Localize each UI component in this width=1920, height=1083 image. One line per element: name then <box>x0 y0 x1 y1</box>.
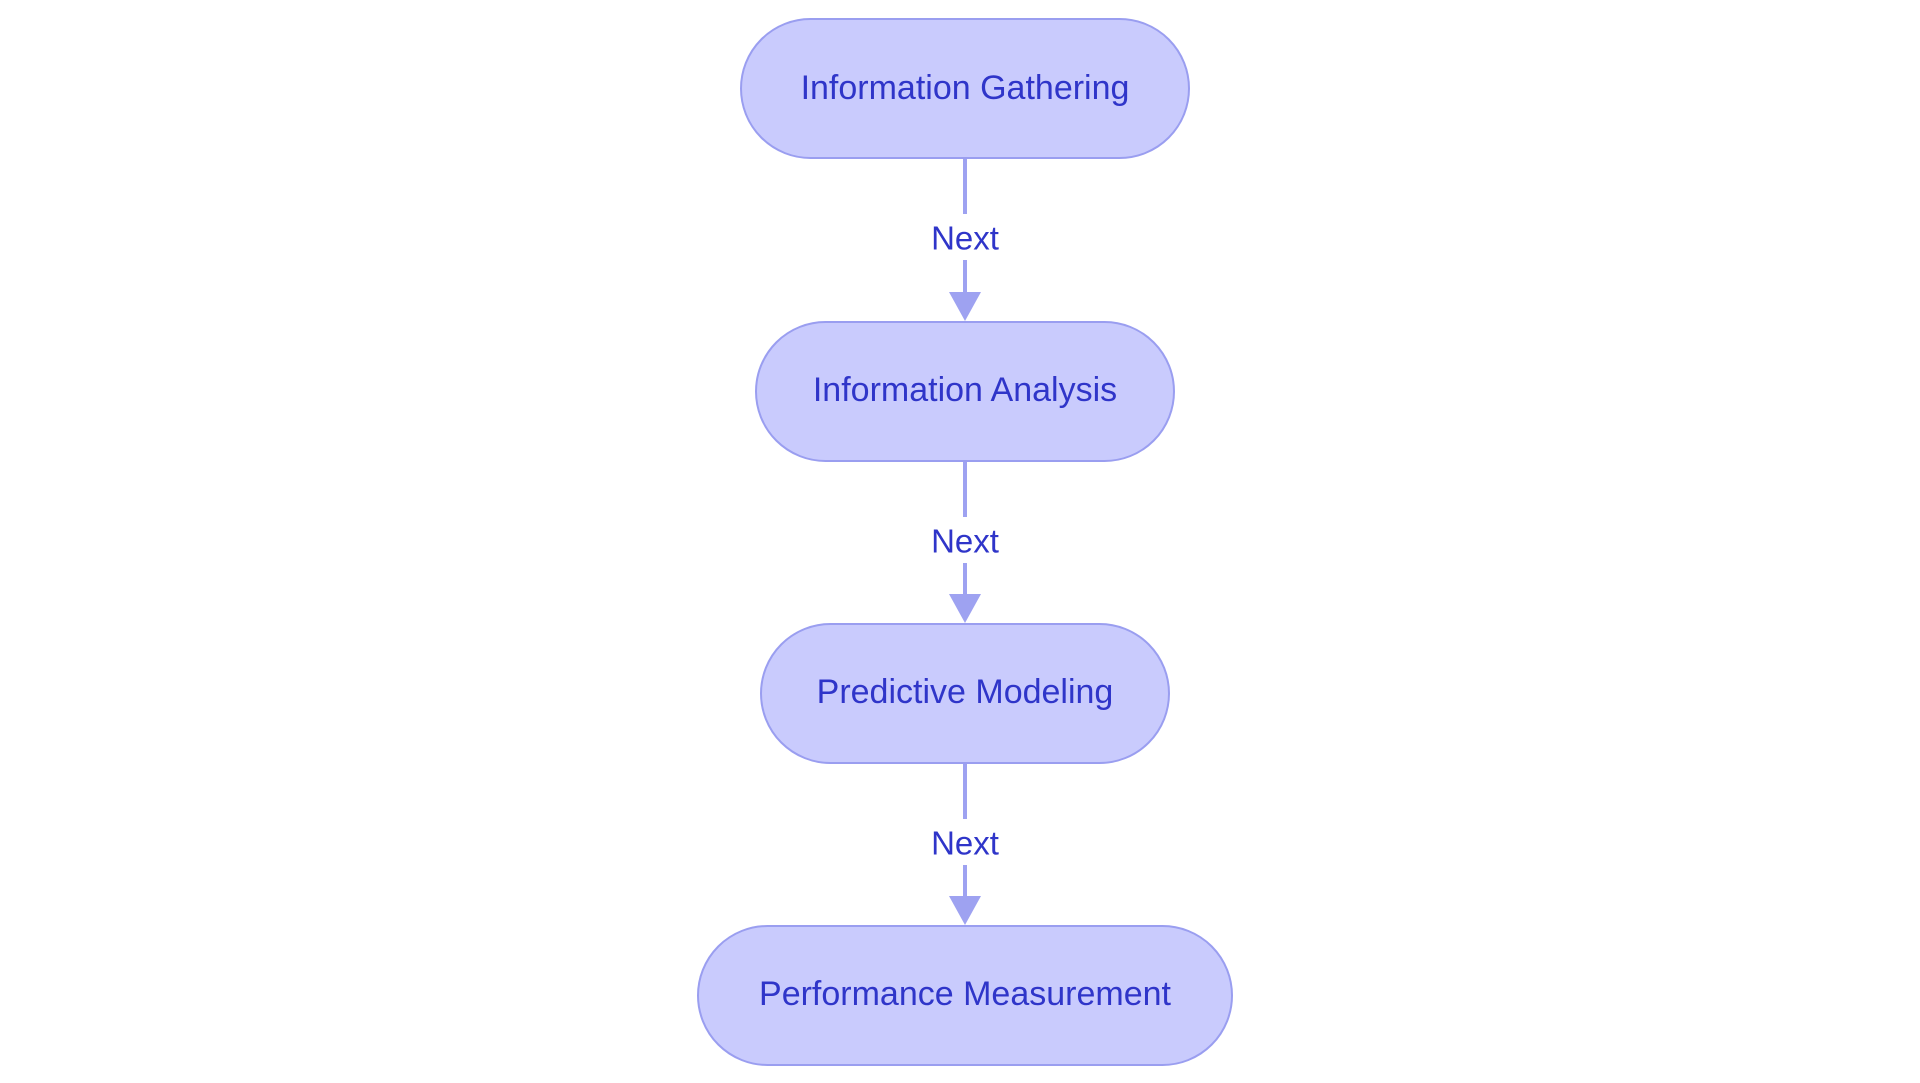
arrow-head-icon <box>949 292 981 321</box>
node-label: Performance Measurement <box>759 975 1172 1013</box>
node-label: Predictive Modeling <box>817 673 1114 711</box>
node-shape <box>697 925 1233 1066</box>
arrow-head-icon <box>949 594 981 623</box>
node-shape <box>755 321 1175 462</box>
node-shape <box>740 18 1190 159</box>
edge-label: Next <box>931 220 999 257</box>
edge-label-background <box>921 214 1009 260</box>
edge-information-gathering-to-information-analysis: Next <box>921 158 1009 321</box>
node-label: Information Analysis <box>813 371 1117 409</box>
edge-label: Next <box>931 523 999 560</box>
edge-label-background <box>921 517 1009 563</box>
node-information-analysis: Information Analysis <box>755 321 1175 462</box>
edge-label: Next <box>931 825 999 862</box>
node-performance-measurement: Performance Measurement <box>697 925 1233 1066</box>
edge-information-analysis-to-predictive-modeling: Next <box>921 461 1009 623</box>
arrow-head-icon <box>949 896 981 925</box>
node-predictive-modeling: Predictive Modeling <box>760 623 1170 764</box>
node-shape <box>760 623 1170 764</box>
edge-predictive-modeling-to-performance-measurement: Next <box>921 763 1009 925</box>
edge-label-background <box>921 819 1009 865</box>
node-information-gathering: Information Gathering <box>740 18 1190 159</box>
node-label: Information Gathering <box>801 69 1130 107</box>
